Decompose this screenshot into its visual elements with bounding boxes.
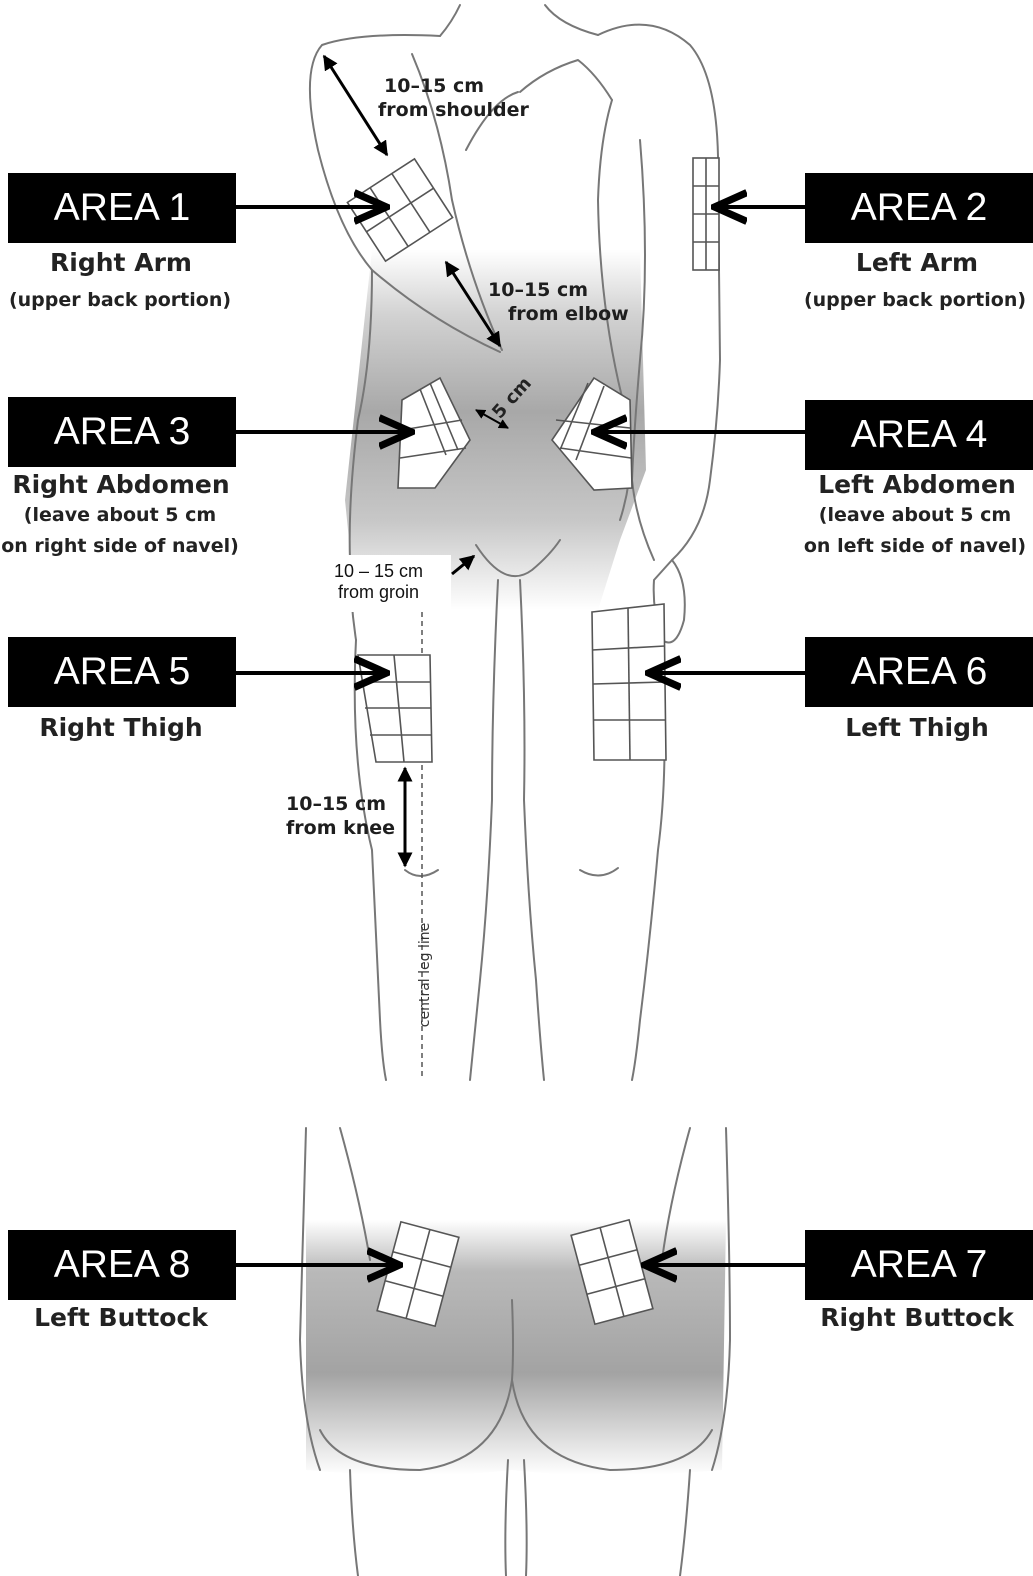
groin-distance-2: from groin	[306, 582, 451, 603]
knee-distance: 10–15 cm	[286, 792, 386, 816]
shoulder-distance-2: from shoulder	[378, 98, 529, 122]
area-1-detail: (upper back portion)	[0, 286, 240, 314]
elbow-distance: 10–15 cm	[488, 278, 588, 302]
area-8-name: Left Buttock	[6, 1303, 236, 1333]
area-2-badge: AREA 2	[805, 173, 1033, 243]
area-3-detail: (leave about 5 cm	[0, 501, 240, 529]
area-4-detail-2: on left side of navel)	[795, 532, 1033, 560]
area-1-name: Right Arm	[6, 248, 236, 278]
area-5-badge: AREA 5	[8, 637, 236, 707]
area-6-badge: AREA 6	[805, 637, 1033, 707]
area-3-name: Right Abdomen	[6, 470, 236, 500]
groin-distance-1: 10 – 15 cm	[306, 561, 451, 582]
area-6-name: Left Thigh	[802, 713, 1032, 743]
groin-distance: 10 – 15 cm from groin	[306, 555, 451, 612]
area-5-name: Right Thigh	[6, 713, 236, 743]
knee-distance-2: from knee	[286, 816, 395, 840]
shoulder-distance: 10–15 cm	[384, 74, 484, 98]
area-2-detail: (upper back portion)	[795, 286, 1033, 314]
area-7-badge: AREA 7	[805, 1230, 1033, 1300]
elbow-distance-2: from elbow	[508, 302, 629, 326]
area-3-badge: AREA 3	[8, 397, 236, 467]
area-2-name: Left Arm	[802, 248, 1032, 278]
area-8-badge: AREA 8	[8, 1230, 236, 1300]
navel-distance: 5 cm	[488, 373, 536, 423]
area-4-badge: AREA 4	[805, 400, 1033, 470]
area-7-name: Right Buttock	[802, 1303, 1032, 1333]
area-1-badge: AREA 1	[8, 173, 236, 243]
area-4-name: Left Abdomen	[802, 470, 1032, 500]
area-3-detail-2: on right side of navel)	[0, 532, 240, 560]
central-leg-line-label: central leg line	[417, 923, 433, 1027]
area-4-detail: (leave about 5 cm	[795, 501, 1033, 529]
